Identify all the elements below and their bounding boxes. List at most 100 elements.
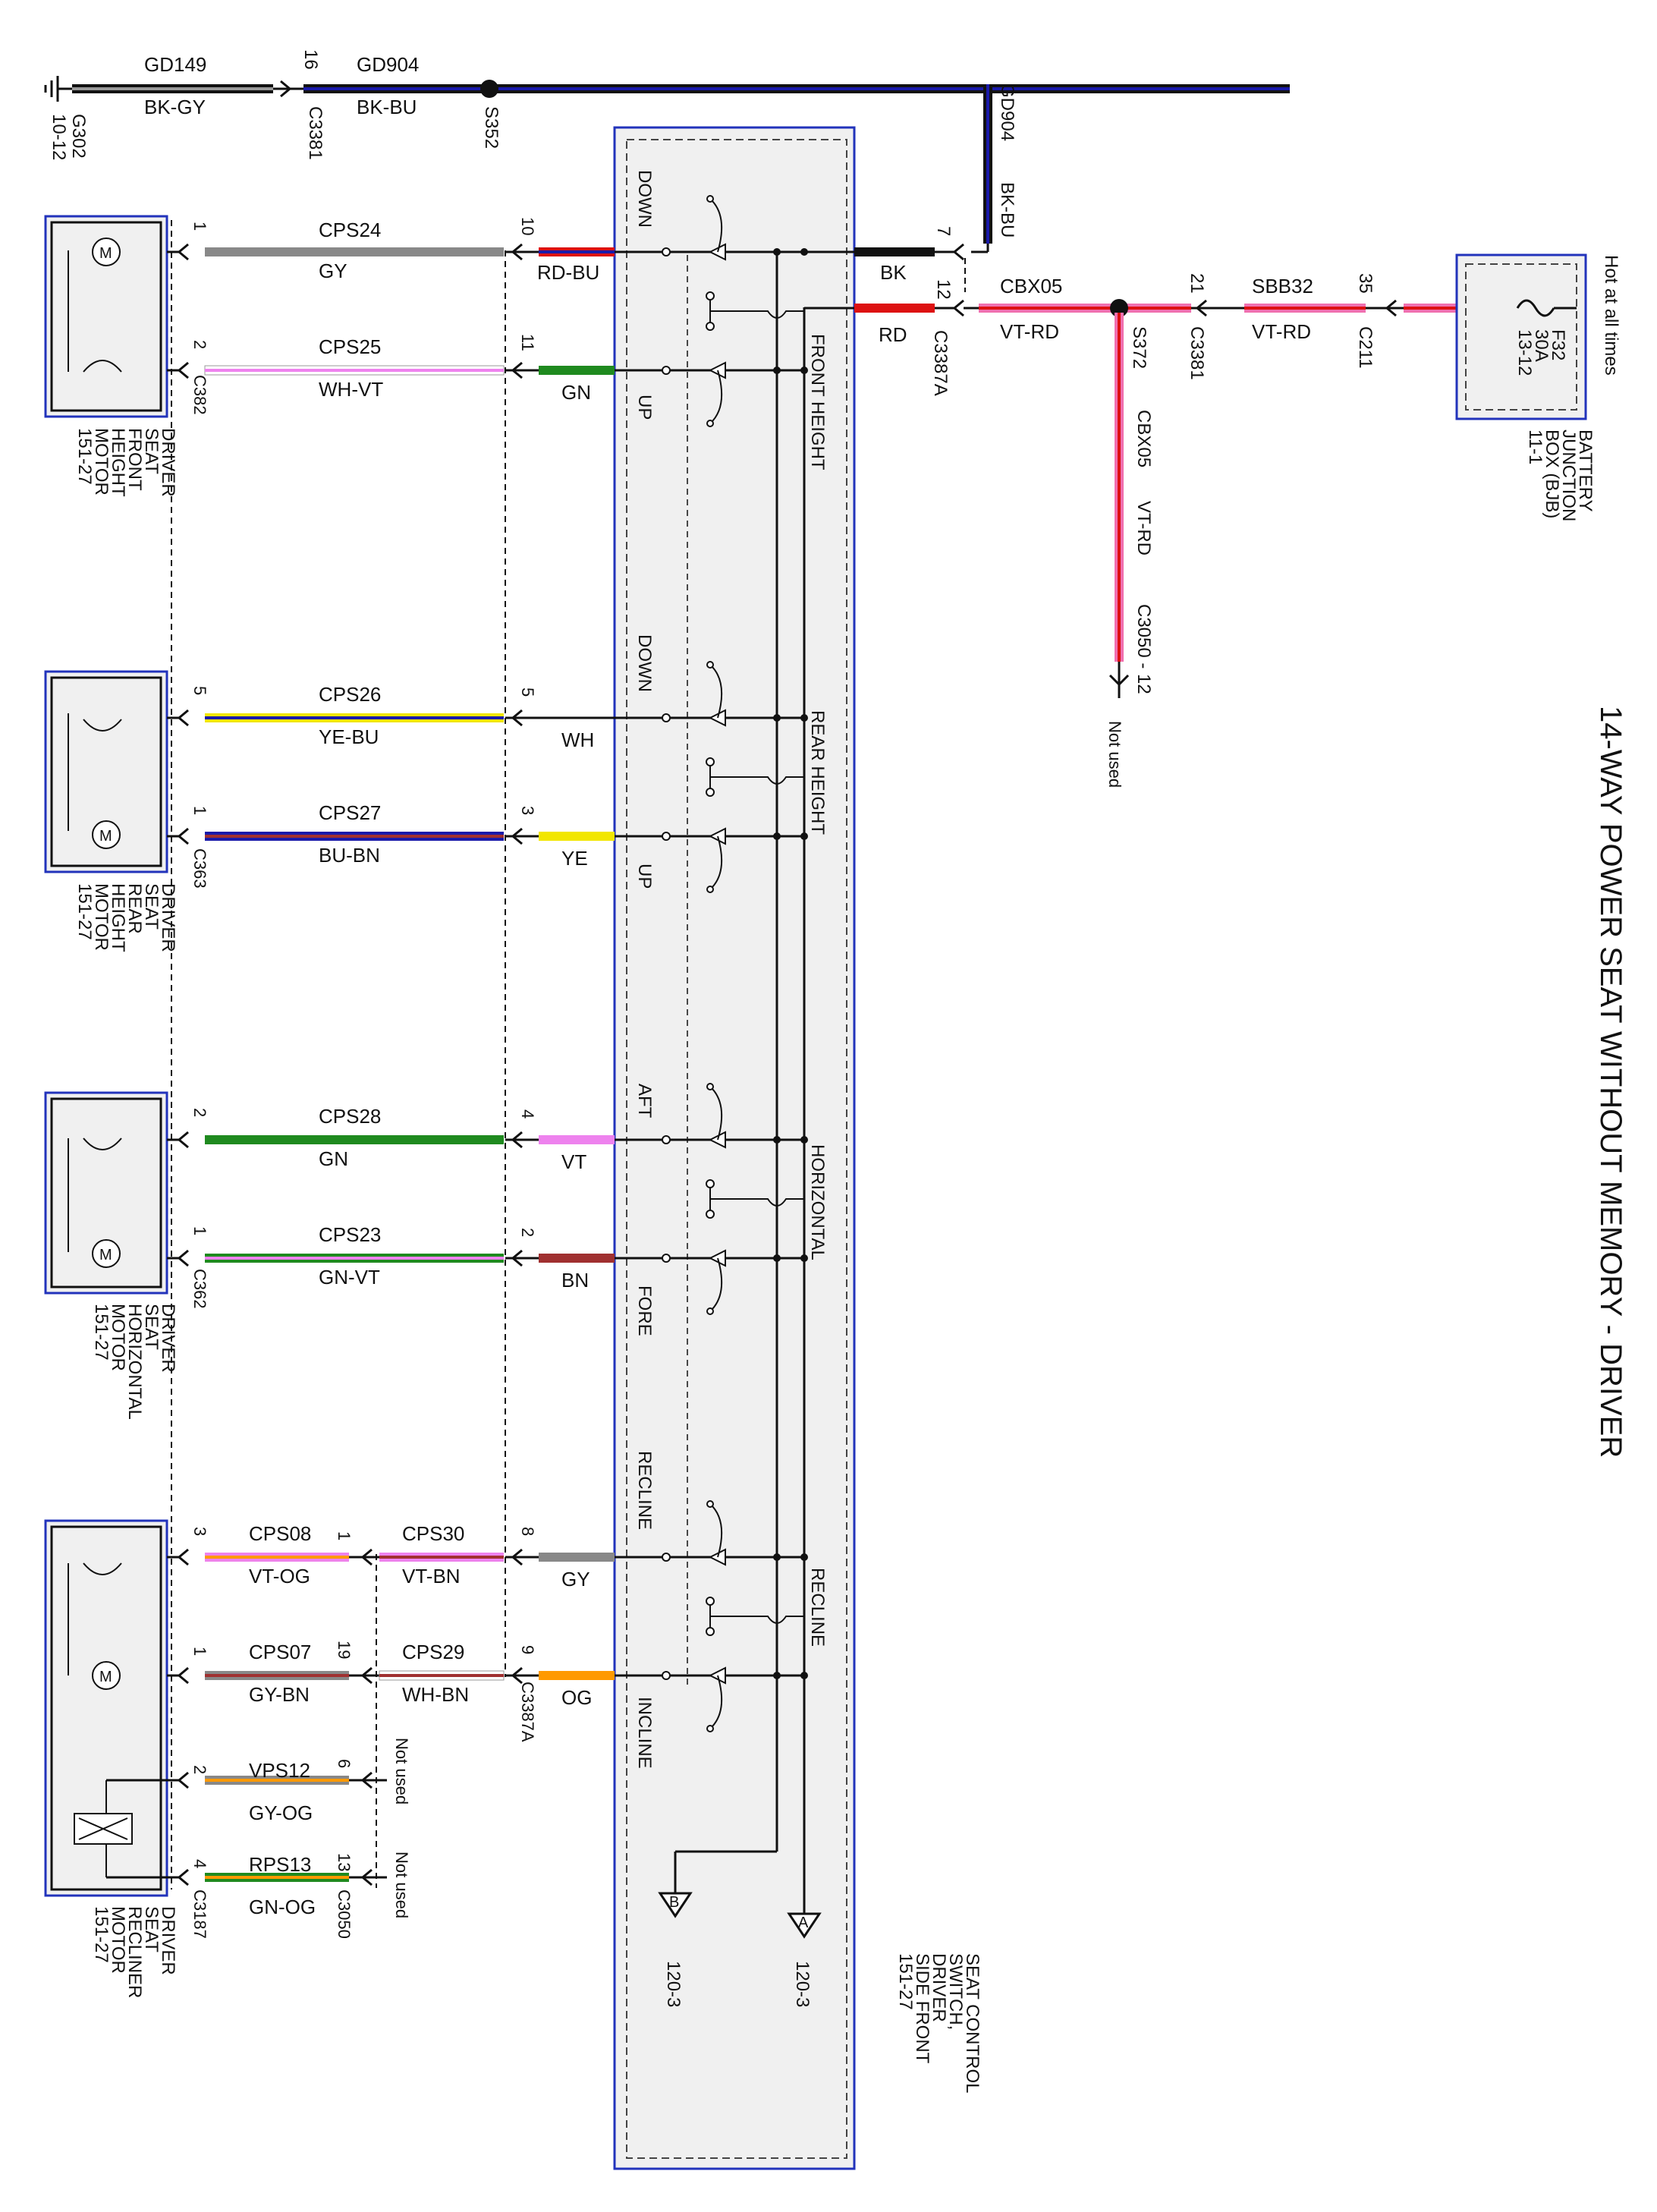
horizontal-motor: M [44, 1091, 168, 1295]
bus-junction-b [773, 1254, 781, 1262]
svg-text:M: M [99, 828, 112, 845]
rh-w1-pin-motor: 5 [190, 686, 209, 695]
switch-contacts [662, 195, 808, 1732]
fuse-f32-symbol [1516, 299, 1555, 317]
bus-junction-a [800, 1254, 808, 1262]
rc-w1-circuit2: CPS30 [402, 1522, 464, 1545]
hz-w2-circuit: CPS23 [319, 1223, 381, 1246]
contact-dot [662, 1135, 671, 1144]
bjb-label-1: BATTERY [1575, 429, 1596, 511]
fh-w2-pin-motor: 2 [190, 340, 209, 349]
cbx05-color: VT-RD [1000, 320, 1059, 343]
rh-w1-color: YE-BU [319, 725, 379, 748]
svg-text:M: M [99, 1247, 112, 1263]
wire-fh2-stripe [205, 369, 504, 372]
rc-w1-pin-sw: 8 [518, 1527, 537, 1536]
c3381-top-label: C3381 [305, 106, 325, 160]
switch-label-4: SIDE FRONT [912, 1953, 932, 2064]
branch-not-used: Not used [1105, 721, 1124, 788]
cross-dot [706, 322, 715, 331]
page-title: 14-WAY POWER SEAT WITHOUT MEMORY - DRIVE… [1594, 706, 1627, 1458]
pin-7: 7 [933, 226, 954, 236]
rc-w1-pin-mid: 1 [335, 1531, 354, 1540]
switch-lead-rc2 [539, 1671, 615, 1680]
switch-label-3: DRIVER [929, 1953, 949, 2022]
pin-21: 21 [1187, 273, 1207, 294]
switch-toggle-arm [709, 198, 723, 253]
rear-motor-l6: 151-27 [74, 883, 95, 940]
down-1: DOWN [634, 170, 655, 228]
motor-arrow-rc3 [177, 1771, 189, 1789]
horiz-motor-l4: MOTOR [108, 1304, 128, 1371]
wire-rows [106, 243, 804, 1886]
horiz-motor-l5: 151-27 [91, 1304, 112, 1361]
contact-dot [662, 1254, 671, 1263]
rh-connector: C363 [190, 848, 209, 889]
rc-w2-circuit2: CPS29 [402, 1641, 464, 1663]
rd-label: RD [879, 323, 907, 346]
bk-label: BK [880, 261, 907, 284]
up-1: UP [634, 395, 655, 420]
rear-motor-l2: SEAT [141, 883, 162, 930]
rc-w2-pin-sw: 9 [518, 1645, 537, 1654]
c3381-label: C3381 [1187, 326, 1207, 380]
bjb-label-2: JUNCTION [1558, 429, 1579, 521]
wire-rc1-stripe [205, 1556, 349, 1559]
bus-junction-b [773, 248, 781, 256]
front-motor-l2: SEAT [141, 428, 162, 474]
cross-dot [706, 1210, 715, 1219]
bus-junction-a [800, 1672, 808, 1679]
bus-junction-b [773, 1672, 781, 1679]
recline-section-label: RECLINE [807, 1568, 828, 1647]
rear-motor-l5: MOTOR [91, 883, 112, 951]
switch-lead-rh2 [539, 832, 615, 841]
toggle-dot [706, 661, 714, 669]
rh-w1-sw-color: WH [561, 728, 594, 751]
rh-w2-pin-motor: 1 [190, 806, 209, 815]
switch-label-1: SEAT CONTROL [962, 1953, 983, 2093]
rear-motor-l4: HEIGHT [108, 883, 128, 952]
switch-toggle-arm [709, 664, 723, 719]
ref-b-page: 120-3 [663, 1961, 684, 2007]
cbx05-branch-circuit: CBX05 [1133, 410, 1154, 467]
recliner-motor: M [44, 1519, 168, 1897]
switch-label-5: 151-27 [895, 1953, 916, 2010]
hz-w2-pin-motor: 1 [190, 1226, 209, 1235]
switch-toggle-arm [709, 1257, 723, 1312]
rc-w2-pin-motor: 1 [190, 1647, 209, 1656]
c3050-12-label: C3050 - 12 [1133, 604, 1154, 694]
rc-w4-circuit: RPS13 [249, 1853, 311, 1876]
svg-text:M: M [99, 245, 112, 262]
sbb32-color: VT-RD [1252, 320, 1311, 343]
front-motor-l4: HEIGHT [108, 428, 128, 497]
fh-w1-circuit: CPS24 [319, 219, 381, 241]
rc-w2-color2: WH-BN [402, 1683, 469, 1706]
wire-fh1 [205, 247, 504, 256]
ground-circuit [44, 76, 1290, 244]
fh-w1-pin-sw: 10 [518, 217, 537, 235]
switch-lead-fh2 [539, 366, 615, 375]
rear-height-label: REAR HEIGHT [807, 710, 828, 835]
hz-connector: C362 [190, 1269, 209, 1309]
motor-arrow-rc4 [177, 1868, 189, 1886]
cbx05-branch-color: VT-RD [1133, 501, 1154, 555]
ref-a-page: 120-3 [792, 1961, 813, 2007]
hz-w2-sw-color: BN [561, 1269, 589, 1292]
switch-lead-rc1 [539, 1553, 615, 1562]
contact-dot [662, 1671, 671, 1680]
front-height-label: FRONT HEIGHT [807, 334, 828, 470]
rh-w1-circuit: CPS26 [319, 683, 381, 706]
recl-motor-l1: DRIVER [158, 1906, 178, 1975]
rc-w1-sw-color: GY [561, 1568, 590, 1591]
motor-arrow-rh2 [177, 827, 189, 845]
hot-at-all-times: Hot at all times [1601, 255, 1621, 376]
rc-w3-circuit: VPS12 [249, 1759, 310, 1782]
rc-w1-color2: VT-BN [402, 1565, 461, 1587]
bjb-label-4: 11-1 [1525, 429, 1545, 464]
switch-toggle-arm [709, 1086, 723, 1141]
front-height-motor: M [44, 215, 168, 418]
rear-height-motor: M [44, 670, 168, 873]
horizontal-label: HORIZONTAL [807, 1144, 828, 1260]
wire-rh2-stripe [205, 835, 504, 838]
bjb-label-3: BOX (BJB) [1542, 429, 1562, 518]
